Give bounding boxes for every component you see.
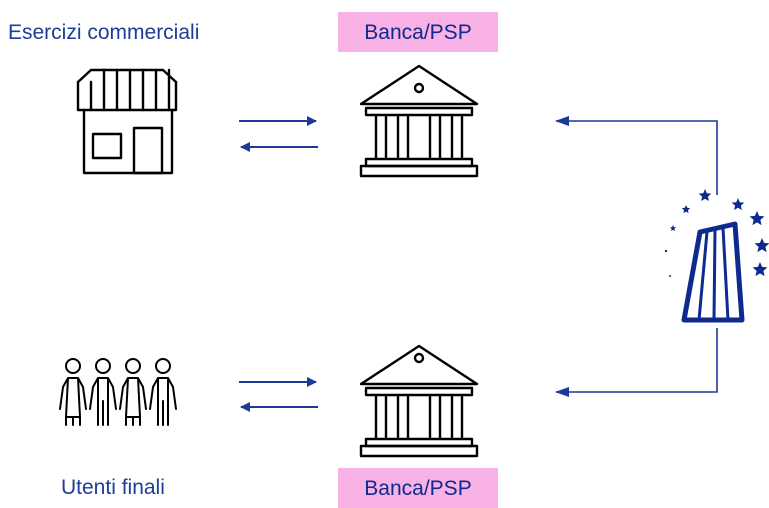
merchant-bank-arrows — [239, 116, 318, 152]
connector-to-bank-bottom — [555, 328, 718, 397]
bank-bottom-tag: Banca/PSP — [338, 468, 498, 508]
bank-bottom-icon — [359, 344, 479, 458]
people-group-icon — [59, 358, 177, 426]
merchants-label: Esercizi commerciali — [8, 21, 200, 44]
ecb-tower-with-stars-icon — [664, 189, 769, 323]
central-bank-connectors — [555, 116, 718, 397]
bank-top-tag: Banca/PSP — [338, 12, 498, 52]
users-bank-arrows — [239, 377, 318, 412]
bank-top-icon — [359, 64, 479, 178]
store-icon — [76, 68, 178, 175]
connector-to-bank-top — [555, 116, 718, 195]
end-users-label: Utenti finali — [61, 476, 165, 499]
